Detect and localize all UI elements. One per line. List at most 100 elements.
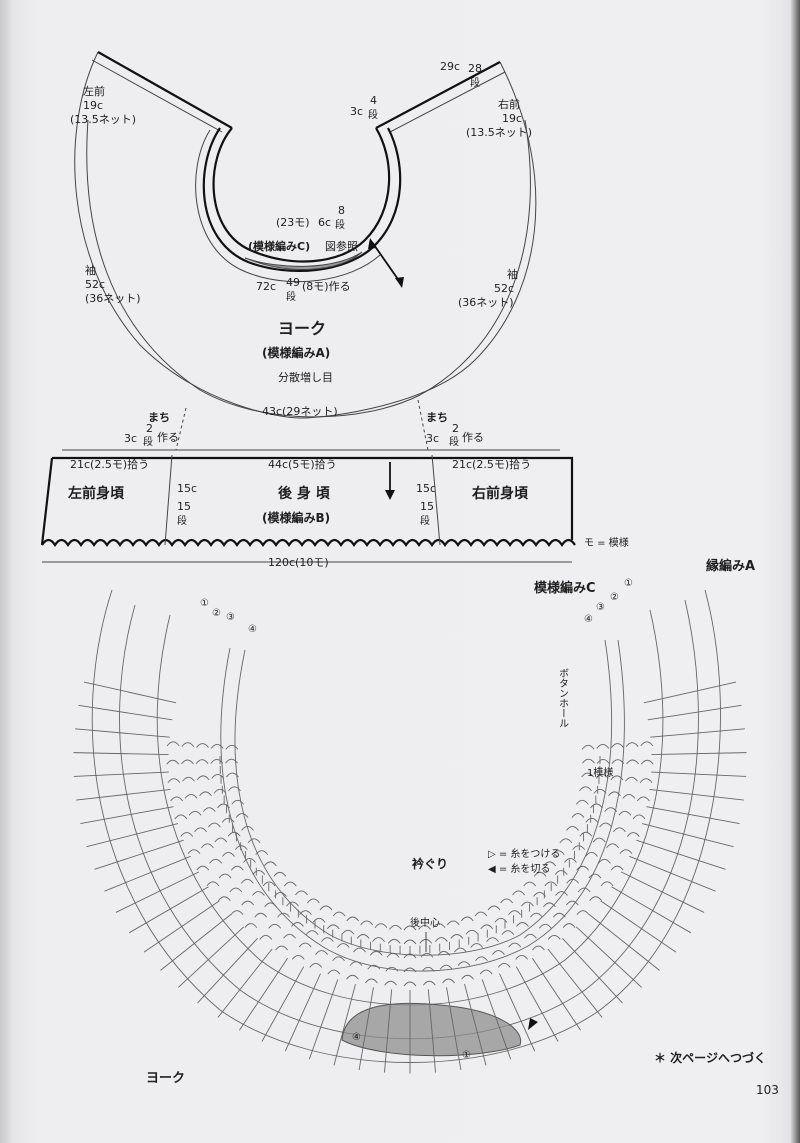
stitch-spoke bbox=[427, 989, 436, 1073]
mesh-loop bbox=[389, 924, 402, 930]
mesh-loop bbox=[585, 852, 598, 857]
stitch-spoke bbox=[94, 839, 184, 870]
left-sleeve-label: 袖 bbox=[85, 263, 96, 277]
yoke-43c: 43c(29ネット) bbox=[262, 405, 338, 418]
row-marker-2-left: ② bbox=[212, 608, 221, 619]
mesh-loop bbox=[360, 920, 374, 926]
mesh-loop bbox=[222, 852, 235, 857]
stitch-spoke bbox=[115, 871, 200, 913]
mesh-loop bbox=[277, 912, 290, 918]
mesh-loop bbox=[596, 744, 610, 749]
top-rows-28: 28 bbox=[468, 62, 482, 75]
mesh-loop bbox=[180, 832, 194, 837]
side-seam-right bbox=[431, 454, 441, 546]
mesh-loop bbox=[637, 796, 650, 802]
mesh-loop bbox=[252, 870, 266, 875]
mesh-loop bbox=[435, 937, 448, 942]
stitch-spoke bbox=[239, 958, 288, 1031]
top-width-29c: 29c bbox=[440, 60, 460, 73]
stitch-spoke bbox=[651, 771, 747, 777]
mesh-loop bbox=[562, 923, 576, 928]
see-diagram-label: 図参照 bbox=[325, 239, 358, 253]
stitch-spoke bbox=[464, 983, 487, 1066]
mesh-loop bbox=[321, 937, 334, 942]
back-pattern-label: (模様編みB) bbox=[262, 510, 330, 525]
mesh-loop bbox=[500, 898, 513, 904]
mesh-loop bbox=[543, 902, 556, 908]
top-rows-4-unit: 段 bbox=[368, 108, 378, 121]
mesh-loop bbox=[533, 892, 546, 897]
mesh-loop bbox=[494, 917, 508, 923]
right-side-rows: 15 bbox=[420, 500, 434, 513]
mesh-loop bbox=[508, 910, 521, 916]
mesh-loop bbox=[516, 922, 529, 927]
mesh-loop bbox=[208, 822, 221, 828]
mesh-loop bbox=[626, 832, 640, 837]
mesh-loop bbox=[543, 861, 557, 867]
mesh-loop bbox=[572, 845, 586, 850]
mesh-loop bbox=[196, 865, 210, 871]
mesh-loop bbox=[199, 791, 212, 797]
mesh-loop bbox=[532, 945, 545, 951]
mesh-loop bbox=[515, 954, 529, 960]
mesh-loop bbox=[307, 898, 320, 904]
mesh-loop bbox=[240, 878, 254, 884]
mesh-loop bbox=[486, 937, 499, 942]
right-front-edge bbox=[375, 61, 501, 129]
right-side-15c: 15c bbox=[416, 482, 436, 495]
yoke-increase-label: 分散増し目 bbox=[278, 370, 333, 384]
neck-rows-49-unit: 段 bbox=[286, 290, 296, 303]
mesh-loop bbox=[551, 850, 565, 855]
mesh-loop bbox=[229, 887, 243, 893]
mesh-loop bbox=[326, 924, 340, 930]
stitch-spoke bbox=[73, 752, 169, 756]
row-marker-4-left: ④ bbox=[248, 624, 257, 635]
stitch-spoke bbox=[160, 913, 232, 971]
chart-outer-edge bbox=[91, 589, 721, 1063]
mesh-loop bbox=[446, 920, 460, 926]
stitch-spoke bbox=[446, 987, 462, 1070]
mesh-loop bbox=[564, 858, 577, 863]
row-marker-1-left: ① bbox=[200, 598, 209, 609]
neck-72c: 72c bbox=[256, 280, 276, 293]
mesh-loop bbox=[319, 905, 333, 911]
yoke-pattern-label: (模様編みA) bbox=[262, 345, 330, 360]
mesh-loop bbox=[523, 881, 537, 887]
neck-23-patterns: (23モ) bbox=[276, 216, 310, 229]
mesh-loop bbox=[487, 905, 501, 911]
stitch-spoke bbox=[499, 973, 536, 1052]
yoke-chart-label: ヨーク bbox=[146, 1071, 185, 1086]
center-pickup: 44c(5モ)拾う bbox=[268, 457, 337, 471]
neckline-inner bbox=[202, 127, 402, 272]
mesh-loop bbox=[450, 934, 464, 939]
mesh-loop bbox=[309, 962, 323, 968]
mesh-loop bbox=[214, 837, 228, 843]
neckline-label: 衿ぐり bbox=[412, 856, 448, 871]
stitch-spoke bbox=[333, 983, 356, 1066]
row-marker-3-left: ③ bbox=[226, 612, 235, 623]
one-repeat-label: 1模様 bbox=[587, 766, 613, 779]
mesh-loop bbox=[552, 912, 566, 918]
right-front-label: 右前 bbox=[498, 97, 520, 111]
mesh-loop bbox=[166, 759, 180, 765]
mesh-loop bbox=[559, 838, 573, 844]
mesh-loop bbox=[299, 910, 312, 916]
mesh-loop bbox=[213, 788, 227, 794]
mesh-loop bbox=[385, 966, 399, 972]
mesh-loop bbox=[457, 961, 471, 966]
mesh-loop bbox=[263, 861, 277, 867]
mesh-loop bbox=[547, 934, 561, 940]
body-wavy-hem bbox=[41, 538, 576, 548]
pattern-c-label: (模様編みC) bbox=[248, 239, 310, 253]
stitch-spoke bbox=[284, 973, 321, 1052]
mesh-loop bbox=[492, 950, 505, 955]
left-side-rows-unit: 段 bbox=[177, 514, 187, 527]
back-body-label: 後 身 頃 bbox=[278, 485, 331, 502]
mesh-loop bbox=[418, 924, 431, 930]
chart-neckline bbox=[234, 639, 613, 956]
mesh-loop bbox=[640, 759, 654, 765]
mesh-loop bbox=[201, 843, 214, 849]
mesh-loop bbox=[349, 961, 363, 966]
stitch-spoke bbox=[575, 926, 643, 988]
